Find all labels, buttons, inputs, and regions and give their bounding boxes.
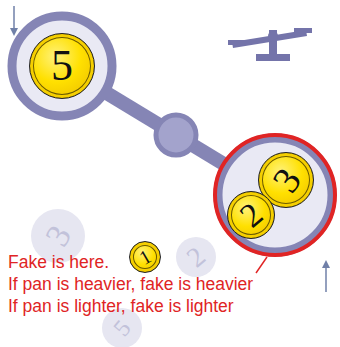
coin-number: 3	[39, 220, 77, 252]
coin: 2	[227, 191, 275, 239]
left-pan	[12, 16, 112, 116]
scale-icon	[228, 28, 312, 61]
coin-number: 2	[234, 197, 269, 234]
coin-number: 3	[265, 161, 307, 198]
faded-coin: 2	[176, 237, 216, 277]
coin: 1	[129, 241, 161, 273]
coin-number: 1	[136, 246, 155, 268]
pivot-circle	[156, 115, 196, 155]
coin: 5	[29, 33, 95, 99]
coin-number: 5	[51, 44, 73, 88]
motion-arrows	[10, 6, 330, 292]
coin-number: 2	[182, 242, 211, 272]
coin-number: 5	[109, 316, 135, 341]
note-text: If pan is heavier, fake is heavier	[8, 273, 253, 295]
right-pan	[218, 138, 332, 252]
note-text: Fake is here.	[8, 251, 109, 273]
leader-line	[256, 257, 267, 273]
note-text: If pan is lighter, fake is lighter	[8, 295, 234, 317]
highlight-ring	[215, 135, 335, 255]
